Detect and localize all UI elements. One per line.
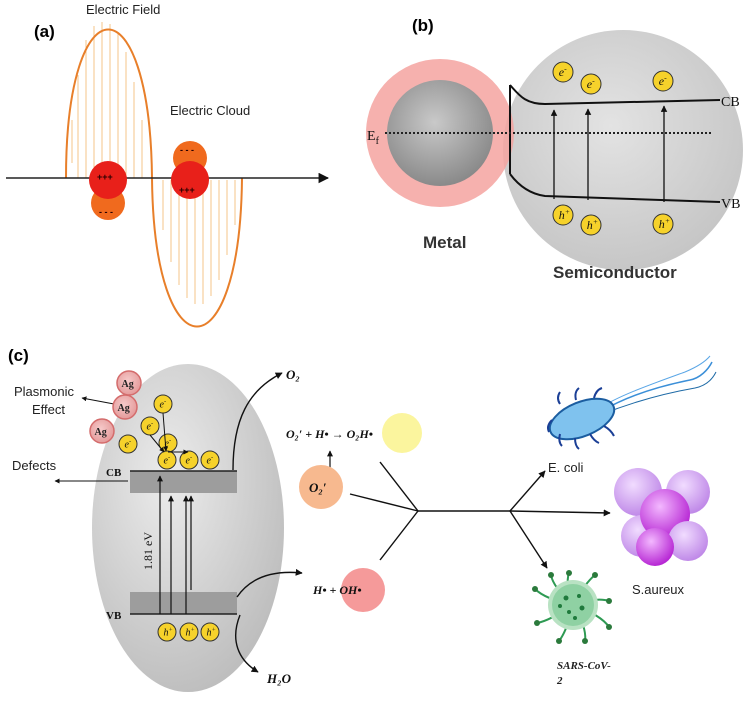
o2-label: O₂ xyxy=(286,367,300,382)
sars-cov-2-label-line2: 2 xyxy=(556,675,563,687)
vb-label: VB xyxy=(721,197,740,212)
electron-c-top: e- xyxy=(153,394,173,414)
svg-text:h+: h+ xyxy=(164,626,173,638)
conduction-band xyxy=(130,471,237,493)
hole-c-vb: h+ xyxy=(157,622,177,642)
hole-b: h+ xyxy=(552,204,574,226)
electron-c-top: e- xyxy=(140,416,160,436)
semiconductor-sphere xyxy=(503,30,743,270)
hole-b: h+ xyxy=(652,213,674,235)
electron-b: e- xyxy=(652,70,674,92)
field-lines-lower xyxy=(162,180,236,304)
negative-charges-1: - - - xyxy=(99,207,113,217)
h2o-arrow xyxy=(235,614,259,673)
svg-text:e-: e- xyxy=(165,437,172,449)
negative-charges-2: - - - xyxy=(180,145,194,155)
electron-transfer-arrow xyxy=(149,434,165,453)
svg-text:e-: e- xyxy=(587,76,595,91)
e-coli-bacterium-icon xyxy=(547,355,717,450)
positive-charges-1: +++ xyxy=(97,172,113,182)
pathway-lines xyxy=(349,461,611,569)
ag-nanoparticle: Ag xyxy=(112,394,138,420)
panel-b-label: (b) xyxy=(412,16,434,35)
electron-transfer-arrow xyxy=(162,412,169,452)
e-coli-label: E. coli xyxy=(548,460,584,475)
hydroxyl-label: H• + OH• xyxy=(312,583,362,597)
svg-text:h+: h+ xyxy=(659,216,670,231)
svg-text:e-: e- xyxy=(186,454,193,466)
hydroxyl-circle xyxy=(341,568,385,612)
electric-cloud-label: Electric Cloud xyxy=(170,103,250,118)
svg-text:e-: e- xyxy=(160,398,167,410)
fermi-level-label: Ef xyxy=(367,129,380,147)
sars-cov-2-label-line1: SARS-CoV- xyxy=(557,660,611,672)
excitation-arrows-c xyxy=(157,475,194,614)
electron-c-cb: e- xyxy=(157,450,177,470)
svg-text:h+: h+ xyxy=(559,207,570,222)
panel-c-label: (c) xyxy=(8,346,29,365)
panel-a: (a) Electric Field Electric Cloud xyxy=(6,2,330,328)
svg-text:e-: e- xyxy=(659,73,667,88)
field-lines-upper xyxy=(71,22,143,178)
svg-text:h+: h+ xyxy=(587,217,598,232)
radical-arrow xyxy=(236,568,303,598)
svg-text:e-: e- xyxy=(207,454,214,466)
metal-core xyxy=(387,80,493,186)
electron-b: e- xyxy=(580,73,602,95)
positive-charges-2: +++ xyxy=(179,185,195,195)
band-gap-label: 1.81 eV xyxy=(141,532,155,570)
plasmonic-arrow xyxy=(81,396,115,405)
electric-field-label: Electric Field xyxy=(86,2,160,17)
svg-text:e-: e- xyxy=(559,64,567,79)
defects-label: Defects xyxy=(12,458,57,473)
valence-band xyxy=(130,592,237,614)
svg-text:Ag: Ag xyxy=(118,403,130,414)
superoxide-circle xyxy=(299,465,343,509)
hole-c-vb: h+ xyxy=(179,622,199,642)
panel-b: (b) Ef CB VB Metal Semiconductor e-e-e-h… xyxy=(366,16,743,282)
svg-text:e-: e- xyxy=(147,420,154,432)
electron-c-top: e- xyxy=(118,434,138,454)
svg-text:e-: e- xyxy=(164,454,171,466)
svg-text:h+: h+ xyxy=(207,626,216,638)
svg-text:e-: e- xyxy=(125,438,132,450)
h2o-label: H₂O xyxy=(266,671,292,686)
metal-label: Metal xyxy=(423,233,466,252)
electron-c-cb: e- xyxy=(179,450,199,470)
o2h-radical-circle xyxy=(382,413,422,453)
panel-a-label: (a) xyxy=(34,22,55,41)
electron-b: e- xyxy=(552,61,574,83)
s-aureus-label: S.aureux xyxy=(632,582,685,597)
valence-band-edge xyxy=(509,173,721,203)
cb-label: CB xyxy=(721,95,740,110)
reaction-equation: O₂′ + H• → O₂H• xyxy=(286,427,373,441)
electron-c-cb: e- xyxy=(200,450,220,470)
s-aureus-bacterium-icon xyxy=(614,468,710,566)
excitation-arrows xyxy=(550,105,668,202)
plasmonic-effect-line2: Effect xyxy=(32,402,65,417)
ag-nanoparticle: Ag xyxy=(89,418,115,444)
svg-text:h+: h+ xyxy=(186,626,195,638)
panel-c: (c) CB VB 1.81 eV Plasmonic Effect Defec… xyxy=(8,346,717,692)
semiconductor-label: Semiconductor xyxy=(553,263,677,282)
metal-nanoparticle-1 xyxy=(89,161,127,199)
hole-c-vb: h+ xyxy=(200,622,220,642)
svg-text:Ag: Ag xyxy=(95,427,107,438)
cb-label-c: CB xyxy=(106,467,122,479)
plasmonic-effect-line1: Plasmonic xyxy=(14,384,74,399)
o2-arrow xyxy=(232,372,283,471)
hole-b: h+ xyxy=(580,214,602,236)
ag-nanoparticle: Ag xyxy=(116,370,142,396)
conduction-band-edge xyxy=(509,84,721,106)
metal-nanoparticle-2 xyxy=(171,161,209,199)
superoxide-label: O₂′ xyxy=(309,480,327,495)
svg-text:Ag: Ag xyxy=(122,379,134,390)
sars-cov-2-virus-icon xyxy=(532,570,612,644)
vb-label-c: VB xyxy=(106,610,122,622)
